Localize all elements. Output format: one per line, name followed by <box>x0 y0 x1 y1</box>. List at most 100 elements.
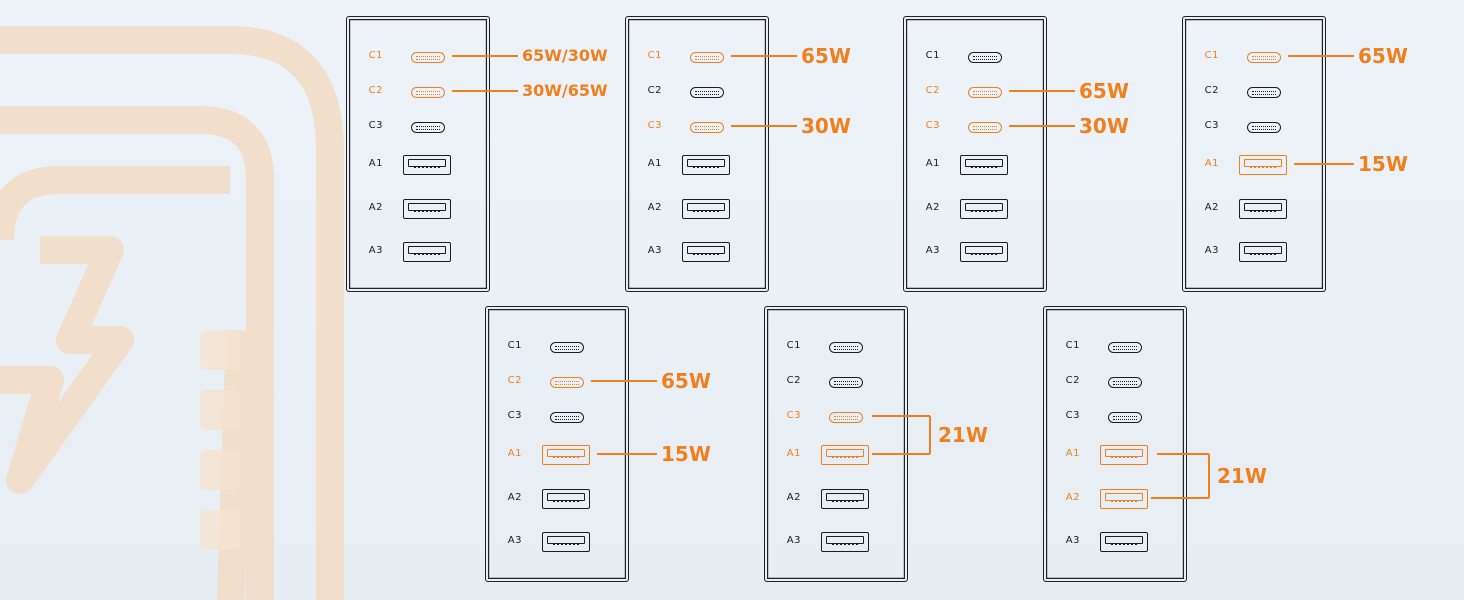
usb-a-port-icon <box>821 489 869 509</box>
port-label: C1 <box>925 50 940 61</box>
usb-c-port-icon <box>690 51 724 63</box>
port-label: A3 <box>647 245 662 256</box>
usb-c-port-icon <box>1247 121 1281 133</box>
port-label: C3 <box>368 120 383 131</box>
port-label: A2 <box>1204 202 1219 213</box>
port-label: A2 <box>786 492 801 503</box>
port-label: C3 <box>1204 120 1219 131</box>
port-label: C3 <box>507 410 522 421</box>
usb-a-port-icon <box>1239 155 1287 175</box>
port-label: A2 <box>507 492 522 503</box>
port-label: C3 <box>925 120 940 131</box>
port-label: A1 <box>647 158 662 169</box>
port-label: A2 <box>647 202 662 213</box>
usb-a-port-icon <box>1100 532 1148 552</box>
port-label: C3 <box>1065 410 1080 421</box>
wattage-label: 15W <box>661 442 711 466</box>
port-label: C3 <box>786 410 801 421</box>
usb-a-port-icon <box>1239 199 1287 219</box>
wattage-label: 65W <box>1079 79 1129 103</box>
port-label: A1 <box>1065 448 1080 459</box>
usb-a-port-icon <box>1100 489 1148 509</box>
usb-a-port-icon <box>1100 445 1148 465</box>
usb-a-port-icon <box>960 199 1008 219</box>
wattage-label: 21W <box>1217 464 1267 488</box>
port-label: C2 <box>368 85 383 96</box>
usb-a-port-icon <box>542 445 590 465</box>
usb-c-port-icon <box>550 341 584 353</box>
usb-a-port-icon <box>403 242 451 262</box>
usb-a-port-icon <box>960 242 1008 262</box>
usb-c-port-icon <box>1247 86 1281 98</box>
port-label: C3 <box>647 120 662 131</box>
usb-c-port-icon <box>829 341 863 353</box>
wattage-label: 30W <box>1079 114 1129 138</box>
port-label: C1 <box>1065 340 1080 351</box>
port-label: C2 <box>786 375 801 386</box>
usb-c-port-icon <box>829 376 863 388</box>
port-label: C1 <box>368 50 383 61</box>
usb-c-port-icon <box>550 411 584 423</box>
wattage-label: 30W/65W <box>522 81 608 100</box>
usb-a-port-icon <box>403 155 451 175</box>
usb-c-port-icon <box>690 86 724 98</box>
usb-c-port-icon <box>1108 411 1142 423</box>
usb-c-port-icon <box>1108 341 1142 353</box>
port-label: C2 <box>1204 85 1219 96</box>
usb-c-port-icon <box>690 121 724 133</box>
usb-a-port-icon <box>821 532 869 552</box>
usb-a-port-icon <box>821 445 869 465</box>
usb-c-port-icon <box>411 86 445 98</box>
wattage-label: 15W <box>1358 152 1408 176</box>
port-label: C1 <box>786 340 801 351</box>
usb-c-port-icon <box>968 51 1002 63</box>
port-label: A1 <box>507 448 522 459</box>
wattage-label: 65W <box>1358 44 1408 68</box>
wattage-label: 30W <box>801 114 851 138</box>
port-label: A1 <box>368 158 383 169</box>
port-label: A1 <box>1204 158 1219 169</box>
port-label: A3 <box>1204 245 1219 256</box>
port-label: C2 <box>925 85 940 96</box>
port-label: A2 <box>368 202 383 213</box>
port-label: A3 <box>368 245 383 256</box>
port-label: A3 <box>925 245 940 256</box>
usb-a-port-icon <box>1239 242 1287 262</box>
wattage-label: 65W <box>801 44 851 68</box>
usb-c-port-icon <box>411 51 445 63</box>
background-charger-logo <box>0 26 344 600</box>
port-label: A3 <box>786 535 801 546</box>
port-label: C2 <box>1065 375 1080 386</box>
port-label: A1 <box>925 158 940 169</box>
port-label: C2 <box>647 85 662 96</box>
usb-a-port-icon <box>542 532 590 552</box>
port-label: A3 <box>507 535 522 546</box>
port-label: C1 <box>1204 50 1219 61</box>
usb-c-port-icon <box>550 376 584 388</box>
usb-c-port-icon <box>1247 51 1281 63</box>
port-label: A3 <box>1065 535 1080 546</box>
usb-a-port-icon <box>682 242 730 262</box>
port-label: A2 <box>1065 492 1080 503</box>
port-label: C1 <box>647 50 662 61</box>
usb-a-port-icon <box>960 155 1008 175</box>
usb-c-port-icon <box>829 411 863 423</box>
usb-a-port-icon <box>403 199 451 219</box>
wattage-label: 65W/30W <box>522 46 608 65</box>
port-label: A2 <box>925 202 940 213</box>
usb-c-port-icon <box>968 86 1002 98</box>
usb-a-port-icon <box>682 199 730 219</box>
usb-a-port-icon <box>682 155 730 175</box>
port-label: C2 <box>507 375 522 386</box>
port-label: A1 <box>786 448 801 459</box>
usb-c-port-icon <box>968 121 1002 133</box>
usb-c-port-icon <box>1108 376 1142 388</box>
wattage-label: 65W <box>661 369 711 393</box>
wattage-label: 21W <box>938 423 988 447</box>
